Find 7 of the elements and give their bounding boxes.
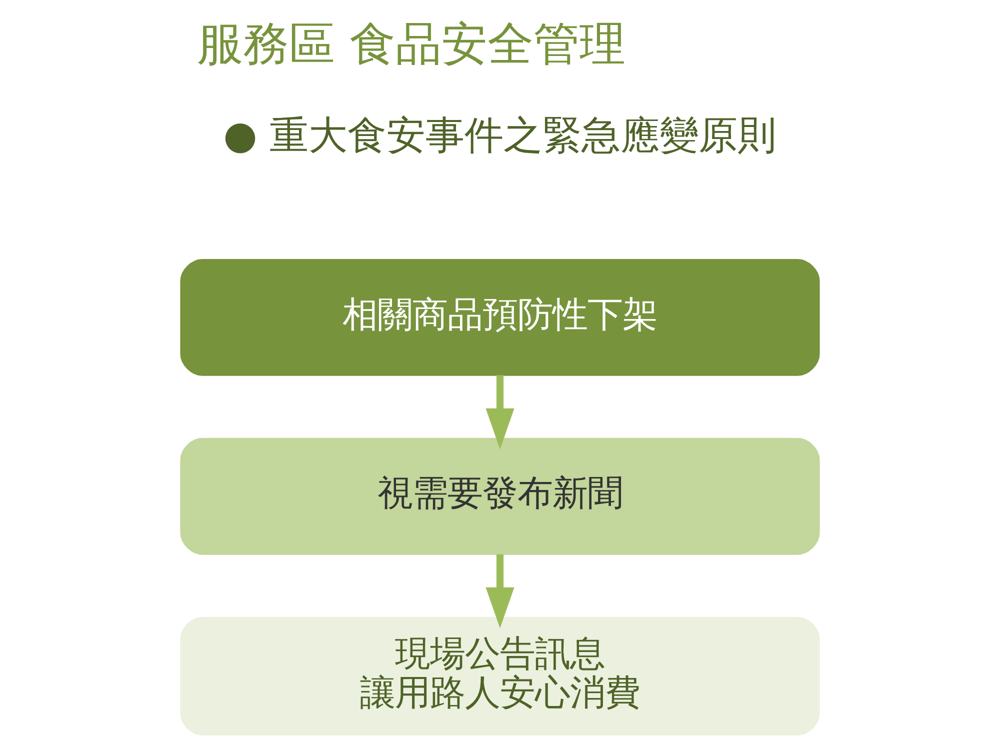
node-box: 相關商品預防性下架: [180, 258, 820, 376]
arrow: [486, 375, 514, 450]
node-box: 現場公告訊息 讓用路人安心消費: [180, 616, 820, 736]
arrow: [486, 554, 514, 628]
node-box: 視需要發布新聞: [180, 438, 820, 555]
label: ● 重大食安事件之緊急應變原則: [223, 113, 777, 158]
diagram-title: 服務區 食品安全管理: [197, 16, 626, 70]
